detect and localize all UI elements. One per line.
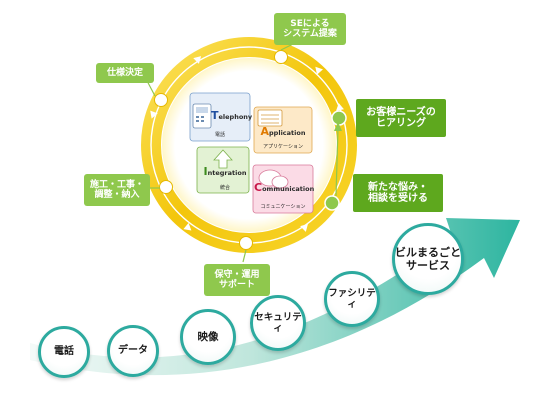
- entry-label-hearing: お客様ニーズの ヒアリング: [356, 99, 446, 137]
- arrow-icon: [150, 110, 158, 119]
- cycle-arrows: [150, 56, 344, 232]
- keyboard-icon: [257, 109, 283, 127]
- phone-icon: [192, 103, 212, 129]
- arrow-icon: [315, 66, 323, 75]
- center-cards-graphics: [189, 92, 314, 214]
- entry-link: [334, 122, 342, 197]
- document-icon: [258, 169, 289, 189]
- arrow-up-icon: [213, 149, 233, 169]
- cycle-nodes: [154, 50, 347, 250]
- node-dot: [274, 50, 288, 64]
- node-dot-entry: [324, 195, 340, 211]
- step-label-maintenance: 保守・運用 サポート: [204, 264, 270, 296]
- service-data: データ: [107, 325, 159, 377]
- arrow-icon: [300, 224, 308, 232]
- arrow-icon: [183, 222, 192, 231]
- arrow-icon: [193, 56, 202, 64]
- service-security: セキュリティ: [250, 295, 306, 351]
- step-label-system-proposal: SEによる システム提案: [274, 13, 346, 45]
- communication-card: Communication コミュニケーション: [254, 181, 315, 210]
- node-dot-entry: [331, 110, 347, 126]
- arrow-icon: [336, 103, 344, 111]
- node-dot: [159, 180, 173, 194]
- service-video: 映像: [180, 309, 236, 365]
- service-phone: 電話: [38, 326, 90, 378]
- application-card: Application アプリケーション: [260, 125, 306, 150]
- integration-card: Integration 統合: [203, 165, 247, 191]
- service-facility: ファシリティ: [324, 271, 380, 327]
- step-label-construction: 施工・工事・ 調整・納入: [84, 174, 150, 206]
- node-dot: [239, 236, 253, 250]
- service-whole-building: ビルまるごと サービス: [392, 223, 464, 295]
- telephony-card: Telephony 電話: [211, 109, 253, 138]
- entry-label-consultation: 新たな悩み・ 相談を受ける: [353, 174, 443, 212]
- step-label-spec-decision: 仕様決定: [96, 63, 154, 83]
- node-dot: [154, 93, 168, 107]
